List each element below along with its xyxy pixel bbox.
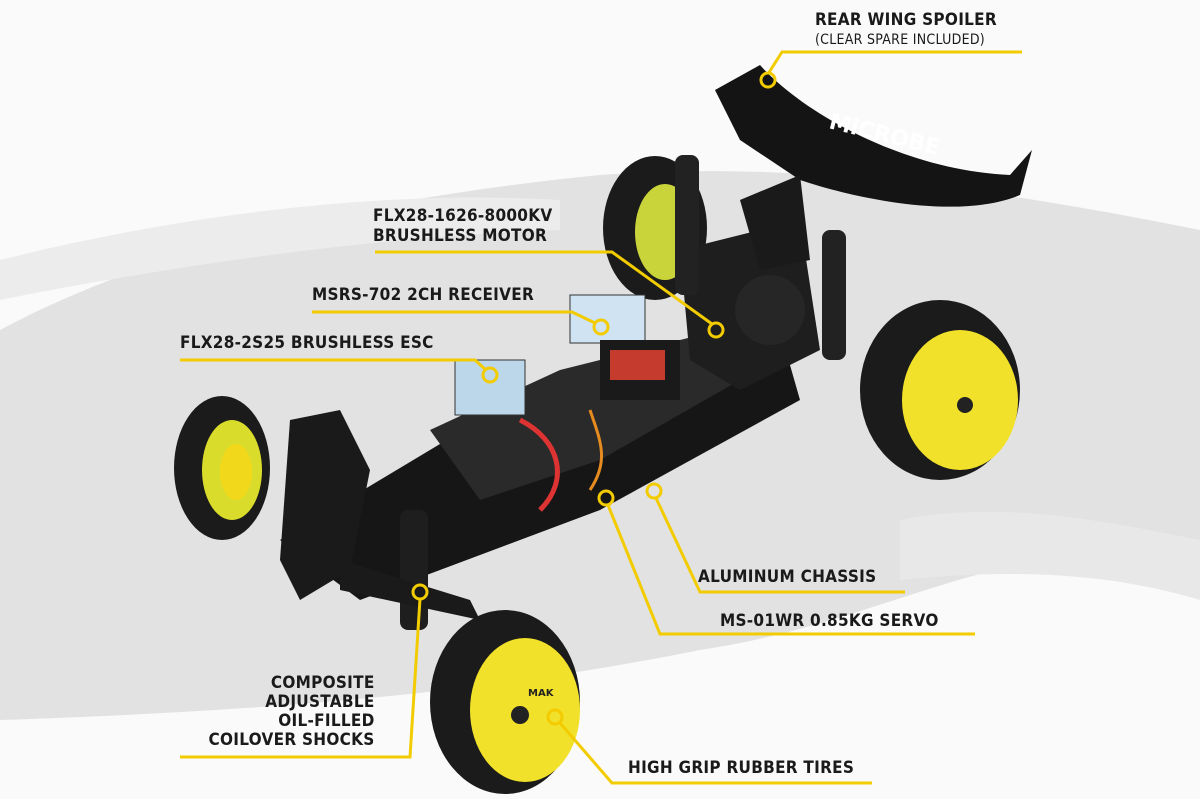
- leader-receiver: [312, 310, 596, 325]
- leader-shocks: [180, 598, 422, 759]
- rear-wing: [715, 65, 1032, 207]
- callout-motor: FLX28-1626-8000KV BRUSHLESS MOTOR: [373, 206, 552, 246]
- callout-leaders: [180, 50, 1022, 785]
- callout-servo: MS-01WR 0.85KG SERVO: [720, 611, 939, 631]
- leader-esc: [180, 358, 488, 372]
- callout-chassis: ALUMINUM CHASSIS: [698, 567, 877, 587]
- marker-servo: [597, 489, 615, 507]
- front-left-wheel: [174, 396, 270, 540]
- leader-motor: [375, 250, 713, 326]
- marker-shocks: [411, 583, 429, 601]
- leader-tires: [558, 722, 872, 785]
- front-right-wheel: MAK: [430, 610, 580, 794]
- callout-shocks-line3: OIL-FILLED: [278, 711, 375, 731]
- marker-rear-wing: [759, 71, 777, 89]
- leader-chassis: [654, 497, 905, 594]
- callout-rear-wing-subtitle: (CLEAR SPARE INCLUDED): [815, 32, 985, 48]
- callout-shocks: COMPOSITE ADJUSTABLE OIL-FILLED COILOVER…: [209, 674, 375, 750]
- callout-shocks-line1: COMPOSITE: [271, 673, 375, 693]
- rear-right-wheel: [860, 300, 1020, 480]
- marker-receiver: [592, 318, 610, 336]
- callout-tires: HIGH GRIP RUBBER TIRES: [628, 758, 855, 778]
- leader-servo: [606, 504, 975, 636]
- callout-shocks-line4: COILOVER SHOCKS: [208, 730, 375, 750]
- leader-rear-wing: [766, 50, 1022, 75]
- callout-receiver: MSRS-702 2CH RECEIVER: [312, 285, 535, 305]
- receiver: [569, 294, 646, 344]
- wheel-logo: MAK: [528, 688, 555, 699]
- marker-motor: [707, 321, 725, 339]
- front-suspension: [280, 410, 370, 600]
- marker-tires: [546, 708, 564, 726]
- callout-rear-wing-title: REAR WING SPOILER: [815, 10, 997, 30]
- callout-motor-line1: FLX28-1626-8000KV: [373, 206, 553, 226]
- callout-rear-wing: REAR WING SPOILER (CLEAR SPARE INCLUDED): [815, 10, 997, 50]
- callout-motor-line2: BRUSHLESS MOTOR: [373, 226, 548, 246]
- callout-shocks-line2: ADJUSTABLE: [265, 692, 375, 712]
- callout-esc: FLX28-2S25 BRUSHLESS ESC: [180, 333, 434, 353]
- marker-chassis: [645, 482, 663, 500]
- marker-esc: [481, 366, 499, 384]
